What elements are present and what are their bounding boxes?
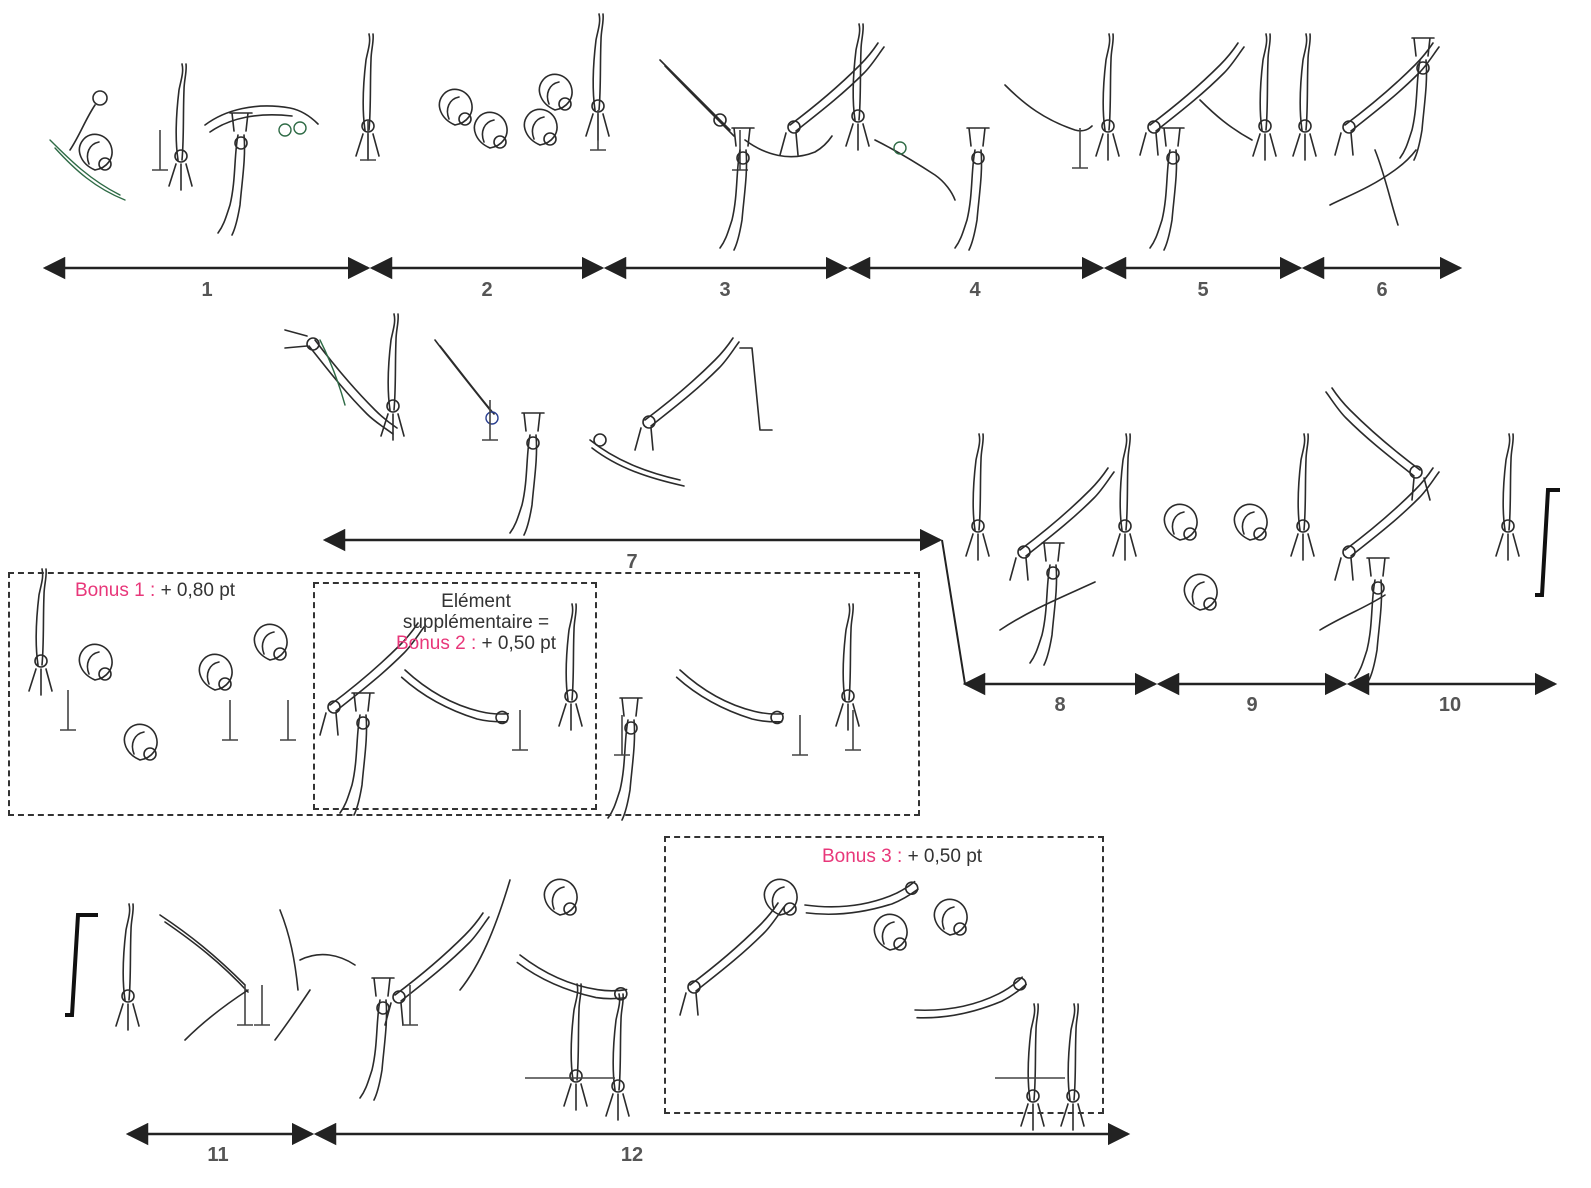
bonus1-prefix: Bonus 1 : [75,580,156,601]
bonus1-box [8,572,920,816]
bonus3-sketches [679,878,1085,1131]
segment-label-9: 9 [1246,694,1257,716]
row4-sketches [65,878,630,1121]
bonus3-value: + 0,50 pt [907,846,983,867]
bonus2-line2: supplémentaire = [402,612,550,633]
segment-label-3: 3 [719,279,730,301]
bonus2-line1: Elément [441,591,511,612]
segment-label-2: 2 [481,279,492,301]
segment-label-7: 7 [626,551,637,573]
bonus2-value: + 0,50 pt [481,633,557,654]
row1-sketches [49,33,380,236]
bonus2-line3: Bonus 2 : + 0,50 pt [376,633,576,654]
segment-label-10: 10 [1439,694,1461,716]
segment-label-11: 11 [207,1144,228,1166]
connector-7-8 [941,539,966,685]
segment-label-8: 8 [1054,694,1065,716]
bonus1-text: Bonus 1 : + 0,80 pt [75,580,235,601]
segment-labels: 1 2 3 4 5 6 7 8 9 10 11 12 [201,279,1461,1166]
bonus2-prefix: Bonus 2 : [395,633,477,654]
bonus2-box [313,582,597,810]
segment-label-5: 5 [1197,279,1208,301]
segment-label-1: 1 [201,279,212,301]
segment-label-4: 4 [969,279,981,301]
row2-right-sketches [965,387,1560,681]
row2-sketches [284,313,773,536]
segment-label-6: 6 [1376,279,1387,301]
bonus3-prefix: Bonus 3 : [822,846,903,867]
bonus3-text: Bonus 3 : + 0,50 pt [822,846,982,867]
segment-arrows [42,256,1558,1146]
bonus1-value: + 0,80 pt [160,580,236,601]
bonus2-text: Elément supplémentaire = Bonus 2 : + 0,5… [376,591,576,654]
row1-sketches-2 [438,13,1440,251]
segment-label-12: 12 [621,1144,643,1166]
bonus3-box [664,836,1104,1114]
